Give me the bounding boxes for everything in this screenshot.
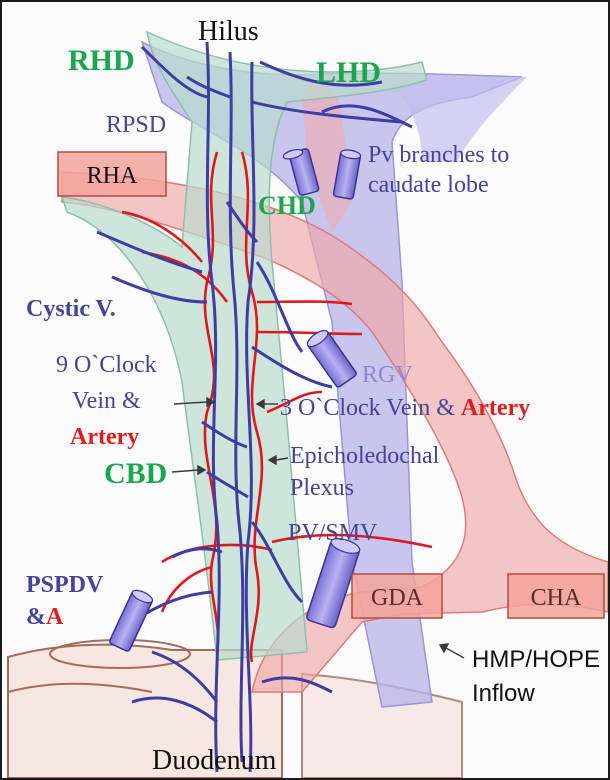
cha-label: CHA [531,585,582,611]
gda-label: GDA [371,585,424,611]
rhd-label: RHD [68,44,135,77]
cbd-label: CBD [104,457,167,490]
epicholedochal-label-line1: Epicholedochal [290,443,440,469]
chd-label: CHD [258,191,316,220]
lhd-label: LHD [316,56,381,89]
pspdv-amp-text: & [26,604,46,630]
rha-box: RHA [58,152,166,196]
epicholedochal-label-line2: Plexus [290,475,354,501]
rpsd-label: RPSD [106,112,166,138]
hilus-label: Hilus [198,16,259,47]
pspdv-label-line2: &A [26,604,64,630]
rgv-label: RGV [362,362,413,388]
pv-smv-label: PV/SMV [288,520,378,546]
gda-box: GDA [352,574,442,618]
three-oclock-label: 3 O`Clock Vein & Artery [280,395,530,421]
nine-oclock-label-line2: Vein & [72,388,141,414]
three-oclock-text: 3 O`Clock Vein & [280,395,461,421]
cha-box: CHA [508,574,604,618]
rha-label: RHA [87,163,138,189]
pv-branches-label-line2: caudate lobe [368,172,489,198]
pspdv-a-text: A [46,604,64,630]
duodenum-label: Duodenum [152,745,277,776]
pspdv-label-line1: PSPDV [26,572,104,598]
cystic-vein-label: Cystic V. [26,296,116,322]
pspdv-cannula [109,588,155,652]
hmp-hope-label-line1: HMP/HOPE [472,646,600,673]
three-oclock-artery-text: Artery [461,395,530,421]
hmp-hope-label-line2: Inflow [472,680,535,707]
pv-branches-label-line1: Pv branches to [368,142,509,168]
nine-oclock-label-line1: 9 O`Clock [56,352,157,378]
nine-oclock-label-line3: Artery [70,424,139,450]
